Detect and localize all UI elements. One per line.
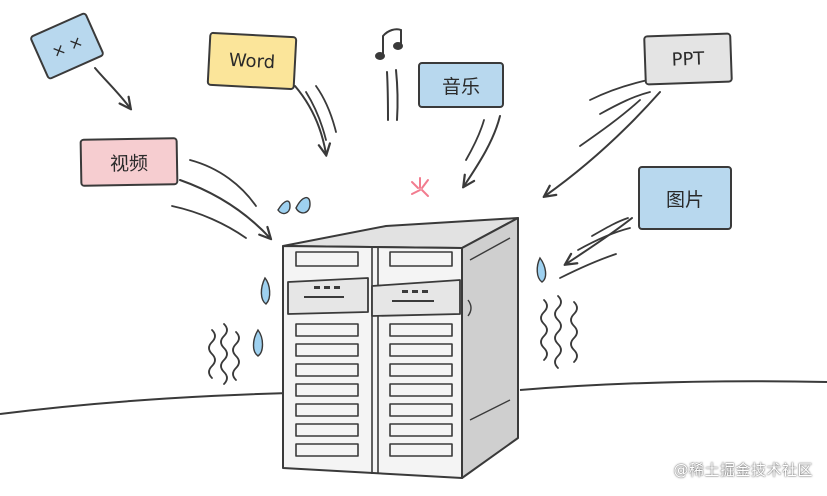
arrow-from-ppt bbox=[545, 91, 661, 196]
note-xx-label: × × bbox=[48, 30, 86, 62]
shake-lines bbox=[208, 295, 578, 385]
note-image: 图片 bbox=[638, 166, 732, 230]
server-cabinet bbox=[282, 217, 519, 479]
sweat-drop bbox=[277, 200, 291, 215]
music-note-icon bbox=[375, 28, 403, 121]
server-side bbox=[461, 217, 519, 479]
arrow-from-xx bbox=[94, 67, 130, 108]
note-word-label: Word bbox=[228, 49, 276, 73]
note-music-label: 音乐 bbox=[441, 75, 480, 98]
server-control-panel-right bbox=[371, 279, 461, 317]
note-ppt: PPT bbox=[643, 32, 733, 86]
note-music: 音乐 bbox=[418, 62, 504, 108]
note-video-label: 视频 bbox=[109, 152, 149, 175]
motion-lines bbox=[171, 79, 651, 279]
sweat-drop bbox=[260, 276, 271, 305]
arrow-from-image bbox=[566, 217, 633, 264]
server-left-column bbox=[295, 251, 359, 457]
note-word: Word bbox=[206, 31, 298, 91]
arrow-from-video bbox=[179, 179, 270, 238]
arrows bbox=[94, 67, 661, 264]
pain-mark-icon bbox=[411, 177, 429, 197]
arrow-from-word bbox=[294, 85, 326, 154]
server-right-column bbox=[389, 251, 453, 457]
sweat-drop bbox=[252, 328, 264, 357]
note-image-label: 图片 bbox=[665, 188, 704, 211]
watermark: @稀土掘金技术社区 bbox=[673, 461, 813, 479]
note-ppt-label: PPT bbox=[671, 47, 705, 71]
arrow-from-music bbox=[464, 115, 501, 186]
note-video: 视频 bbox=[79, 137, 179, 187]
sweat-drop bbox=[536, 256, 547, 283]
server-indicator-lights bbox=[304, 286, 434, 302]
sweat-drop bbox=[295, 197, 311, 214]
